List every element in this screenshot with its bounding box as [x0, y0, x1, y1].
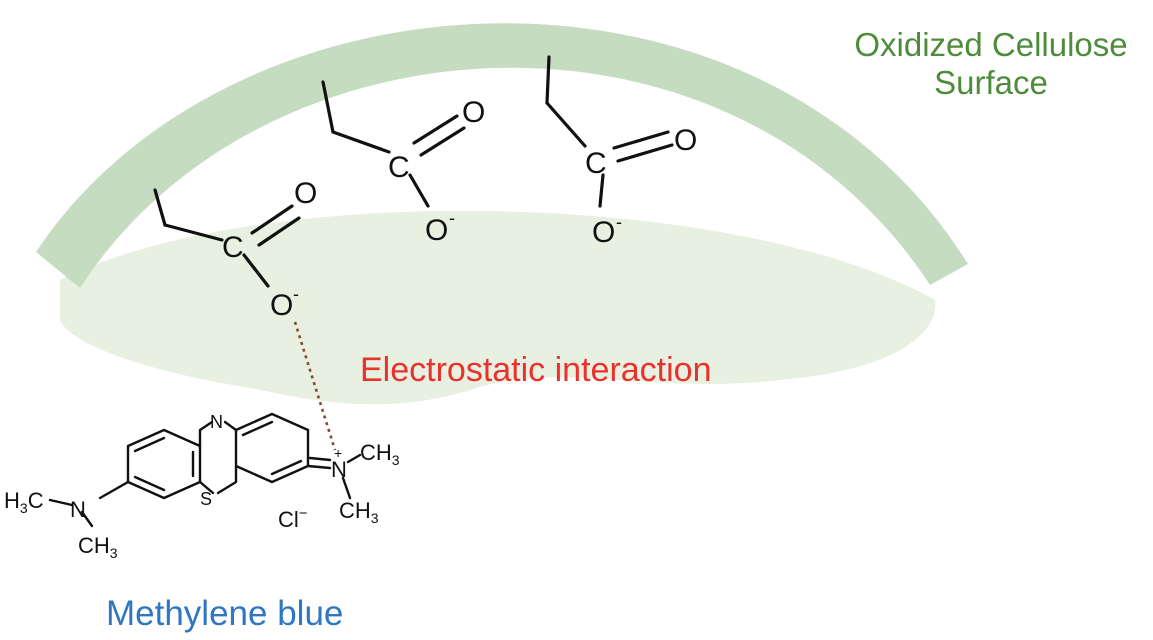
carboxylate-group-3 [545, 55, 674, 208]
methyl-left: H3C [4, 488, 44, 516]
negative-charge-3: - [616, 212, 622, 232]
dye-label: Methylene blue [106, 594, 344, 633]
methyl-upper: CH3 [360, 440, 400, 468]
cellulose-surface-region [60, 210, 936, 405]
oxygen-anion-2: O [425, 214, 448, 247]
methylene-blue-structure [48, 412, 362, 528]
carbon-atom-2: C [388, 151, 410, 184]
left-benzene-ring [126, 428, 202, 500]
oxygen-double-3: O [674, 124, 697, 157]
surface-label-line1: Oxidized Cellulose [854, 26, 1128, 63]
oxygen-double-2: O [462, 96, 485, 129]
nitrogen-amine: N [70, 497, 86, 522]
chloride-ion: Cl− [278, 505, 308, 532]
sulfur-ring: S [200, 489, 212, 509]
carboxylate-group-1 [153, 188, 301, 288]
central-ring [198, 420, 238, 495]
right-benzene-ring [234, 412, 310, 484]
carbon-atom-1: C [222, 231, 244, 264]
carbon-atom-3: C [585, 147, 607, 180]
positive-charge: + [334, 445, 342, 461]
nitrogen-cation: N [331, 457, 347, 482]
methyl-lower: CH3 [339, 498, 379, 526]
oxygen-double-1: O [294, 177, 317, 210]
oxygen-anion-1: O [270, 289, 293, 322]
electrostatic-interaction-line [293, 321, 337, 451]
surface-label-line2: Surface [934, 64, 1048, 101]
interaction-label: Electrostatic interaction [360, 351, 712, 389]
methyl-bottom: CH3 [78, 533, 118, 561]
cellulose-surface-band [36, 23, 968, 288]
negative-charge-1: - [293, 284, 299, 304]
oxygen-anion-3: O [592, 216, 615, 249]
nitrogen-ring: N [210, 412, 223, 432]
carboxylate-group-2 [321, 80, 466, 208]
negative-charge-2: - [449, 208, 455, 228]
surface-label: Oxidized Cellulose Surface [836, 26, 1146, 102]
